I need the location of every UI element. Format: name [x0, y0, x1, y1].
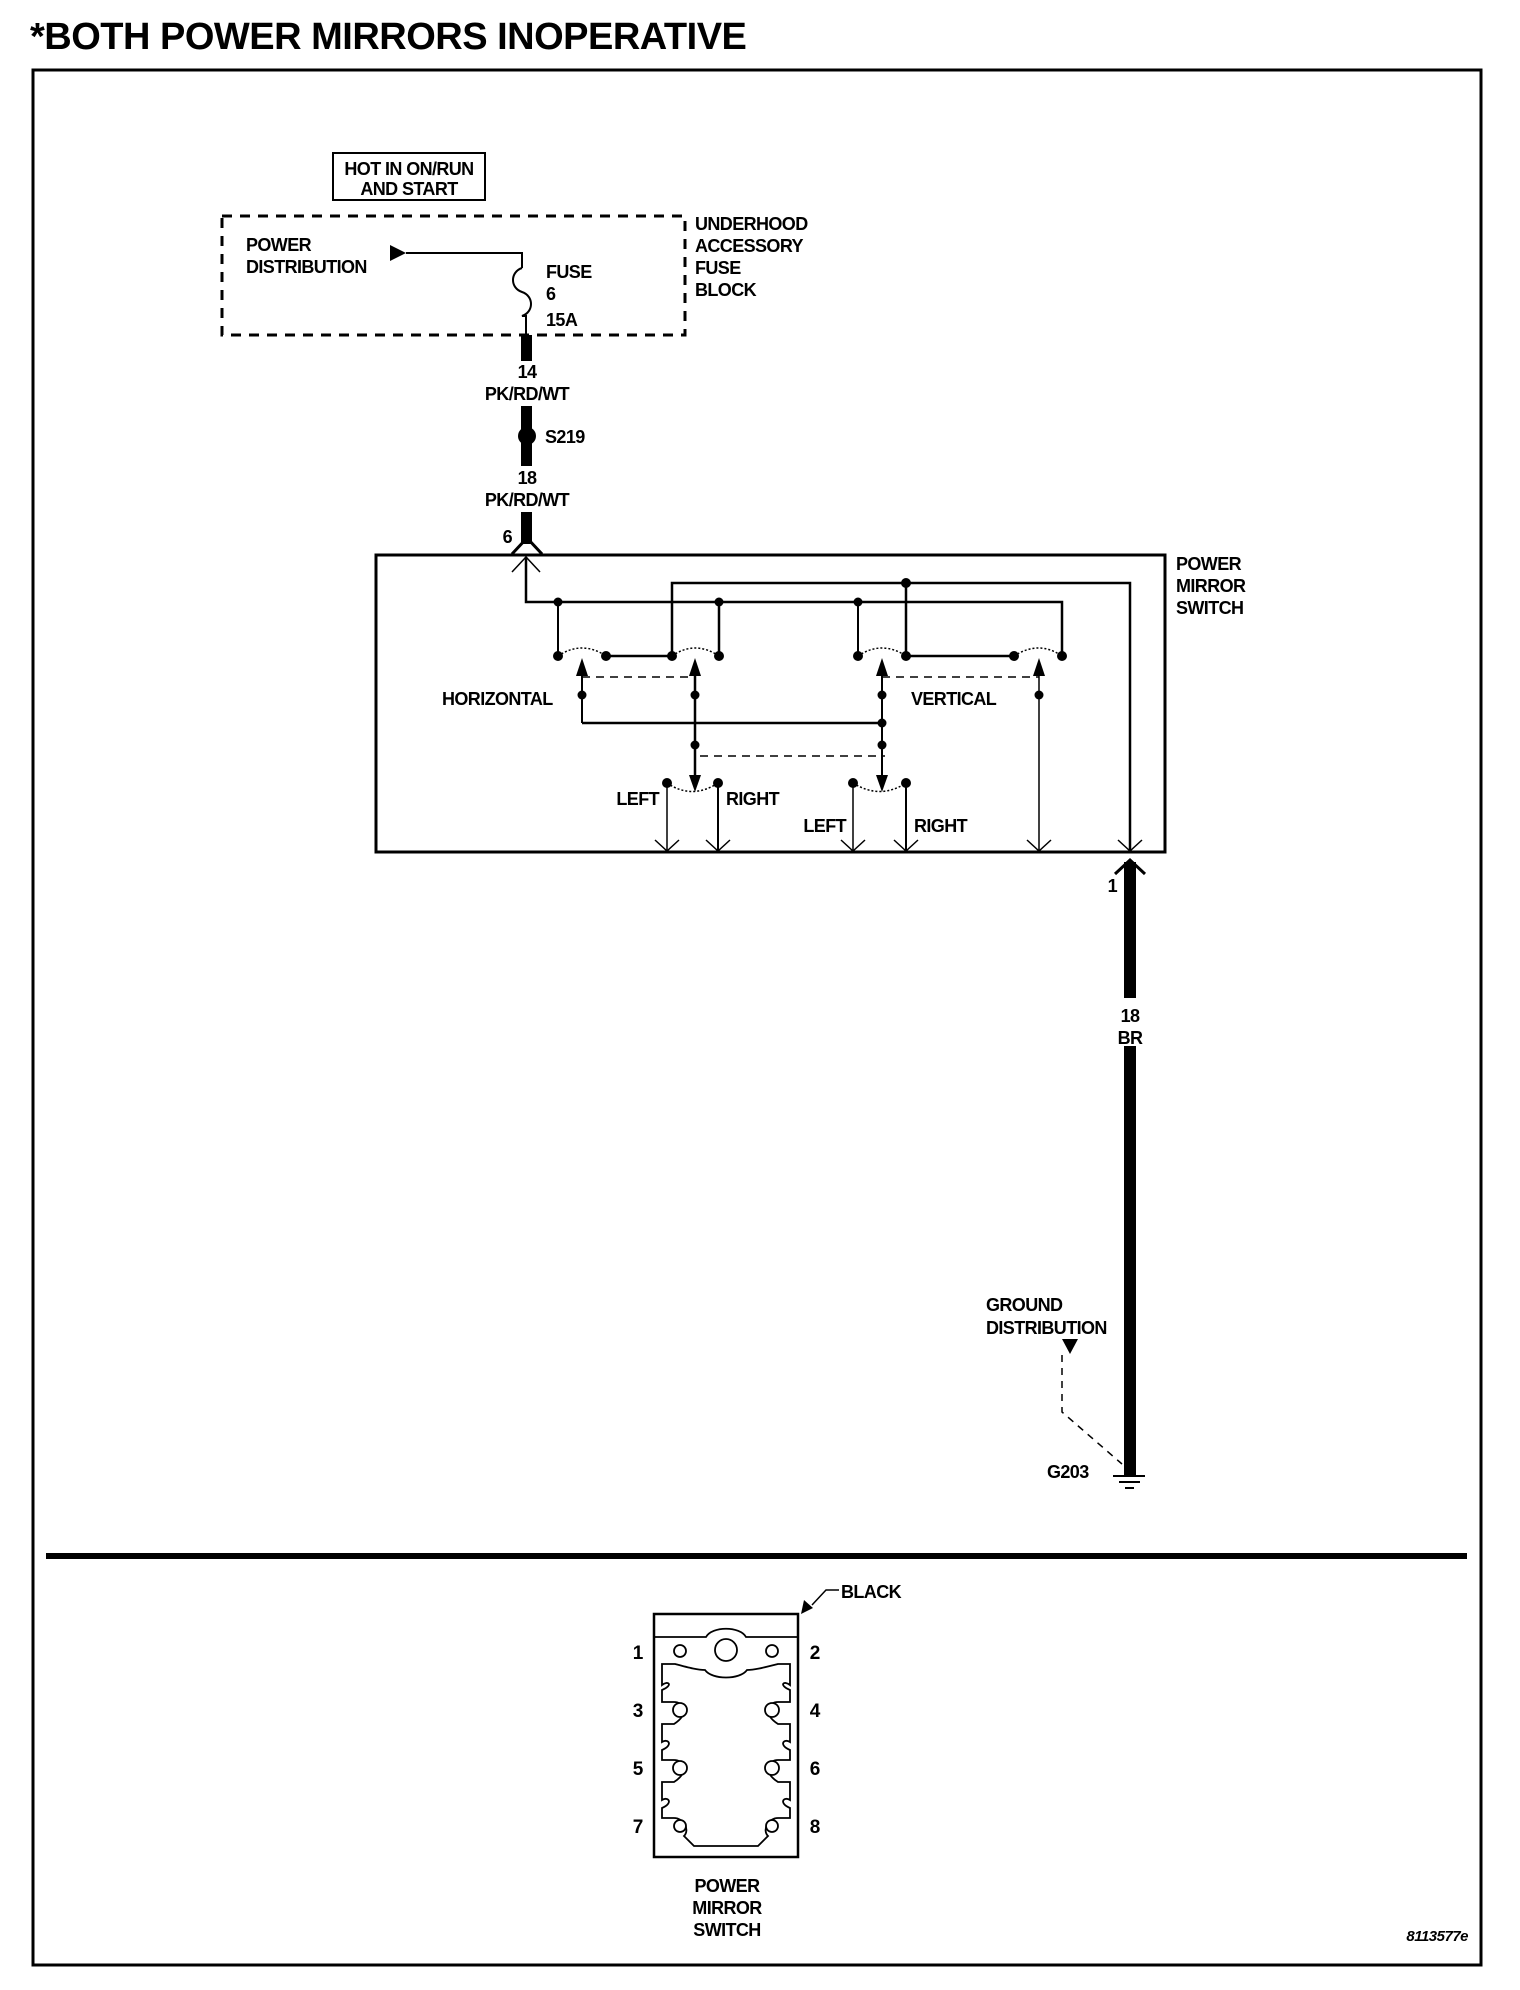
feed-upper-gauge: 14: [518, 362, 537, 382]
feed-connector-pin: 6: [503, 527, 513, 547]
fuse-number: 6: [546, 284, 556, 304]
horizontal-right-label: RIGHT: [726, 789, 780, 809]
fuse-block-label-3b: BLOCK: [695, 280, 757, 300]
feed-circuit: 14 PK/RD/WT S219 18 PK/RD/WT 6: [485, 335, 586, 556]
ground-distribution-link: [1061, 1355, 1123, 1465]
pin-label-2: 2: [810, 1643, 821, 1664]
hot-condition-box: HOT IN ON/RUN AND START: [332, 152, 486, 201]
fuse-rating: 15A: [546, 310, 578, 330]
hot-condition-line2: AND START: [360, 179, 458, 199]
switch-name-1: POWER: [1176, 554, 1242, 574]
pin-1-cavity: [673, 1644, 687, 1658]
horizontal-contact-arrow-icon: [689, 658, 701, 676]
ground-distribution-arrow-icon: [1062, 1339, 1078, 1354]
feed-wire-segment-lower: [521, 512, 532, 544]
splice-label: S219: [545, 427, 585, 447]
page-title: *BOTH POWER MIRRORS INOPERATIVE: [30, 16, 747, 58]
select-contact-arrow-icon: [689, 775, 701, 792]
horizontal-left-label: LEFT: [616, 789, 659, 809]
hot-condition-line1: HOT IN ON/RUN: [344, 159, 473, 179]
center-boss: [714, 1638, 738, 1662]
feed-lower-color: PK/RD/WT: [485, 490, 570, 510]
pin-5-cavity: [672, 1760, 688, 1776]
pin-8-cavity: [765, 1819, 779, 1833]
ground-wire-gauge: 18: [1121, 1006, 1140, 1026]
vertical-contact-arrow-icon: [1033, 658, 1045, 676]
pin-label-6: 6: [810, 1759, 821, 1780]
ground-id-label: G203: [1047, 1462, 1089, 1482]
power-distribution-label-1: POWER: [246, 235, 312, 255]
ground-connector-pin: 1: [1108, 876, 1118, 896]
fuse-block-label-2: ACCESSORY: [695, 236, 804, 256]
battery-bus-wire: [524, 557, 1064, 656]
vertical-contact-arrow-icon: [876, 658, 888, 676]
figure-id: 8113577e: [1406, 1928, 1468, 1945]
fuse-block-label-3: FUSE: [695, 258, 741, 278]
connector-face-view: BLACK 1 3 5 7 2 4 6 8 POWER MIR: [633, 1582, 902, 1940]
pin-3-cavity: [672, 1702, 688, 1718]
splice-dot-icon: [518, 427, 536, 445]
connector-name-1: POWER: [694, 1876, 760, 1896]
pin-7-cavity: [673, 1819, 687, 1833]
pin-label-5: 5: [633, 1759, 644, 1780]
feed-lower-gauge: 18: [518, 468, 537, 488]
vertical-right-label: RIGHT: [914, 816, 968, 836]
ground-wire-lower: [1124, 1046, 1136, 1476]
ground-distribution-label-1: GROUND: [986, 1295, 1063, 1315]
horizontal-label: HORIZONTAL: [442, 689, 553, 709]
select-contact-arrow-icon: [876, 775, 888, 792]
diagram-frame: [31, 68, 1483, 1967]
ground-circuit: 1 18 BR GROUND DISTRIBUTION G203: [986, 857, 1147, 1489]
fuse-icon: [512, 267, 532, 335]
switch-name-2: MIRROR: [1176, 576, 1246, 596]
connector-color-pointer-icon: [801, 1600, 813, 1614]
pin-label-8: 8: [810, 1817, 821, 1838]
connector-color-label: BLACK: [841, 1582, 902, 1602]
vertical-left-label: LEFT: [803, 816, 846, 836]
pin-4-cavity: [764, 1702, 780, 1718]
power-distribution-label-2: DISTRIBUTION: [246, 257, 367, 277]
power-distribution-arrow-icon: [390, 245, 406, 261]
vertical-label: VERTICAL: [911, 689, 997, 709]
pin-2-cavity: [765, 1644, 779, 1658]
connector-name-3: SWITCH: [693, 1920, 760, 1940]
power-mirror-switch: POWER MIRROR SWITCH: [374, 553, 1247, 854]
junction-dots: [553, 578, 1067, 788]
feed-upper-color: PK/RD/WT: [485, 384, 570, 404]
connector-pin-1-icon: [1113, 857, 1147, 876]
horizontal-contact-arrow-icon: [576, 658, 588, 676]
ground-wire-upper: [1124, 862, 1136, 998]
pin-6-cavity: [764, 1760, 780, 1776]
underhood-fuse-block: UNDERHOOD ACCESSORY FUSE BLOCK POWER DIS…: [220, 214, 809, 337]
pin-label-3: 3: [633, 1701, 644, 1722]
fuse-label: FUSE: [546, 262, 592, 282]
pin-label-1: 1: [633, 1643, 644, 1664]
pin-label-4: 4: [810, 1701, 821, 1722]
feed-wire-segment-upper: [521, 335, 532, 361]
pin-label-7: 7: [633, 1817, 644, 1838]
ground-distribution-label-2: DISTRIBUTION: [986, 1318, 1107, 1338]
ground-wire-color: BR: [1118, 1028, 1143, 1048]
connector-pin-6-icon: [510, 535, 544, 556]
fuse-feed-wire: [406, 252, 523, 268]
connector-name-2: MIRROR: [692, 1898, 762, 1918]
fuse-block-label-1: UNDERHOOD: [695, 214, 808, 234]
switch-name-3: SWITCH: [1176, 598, 1243, 618]
